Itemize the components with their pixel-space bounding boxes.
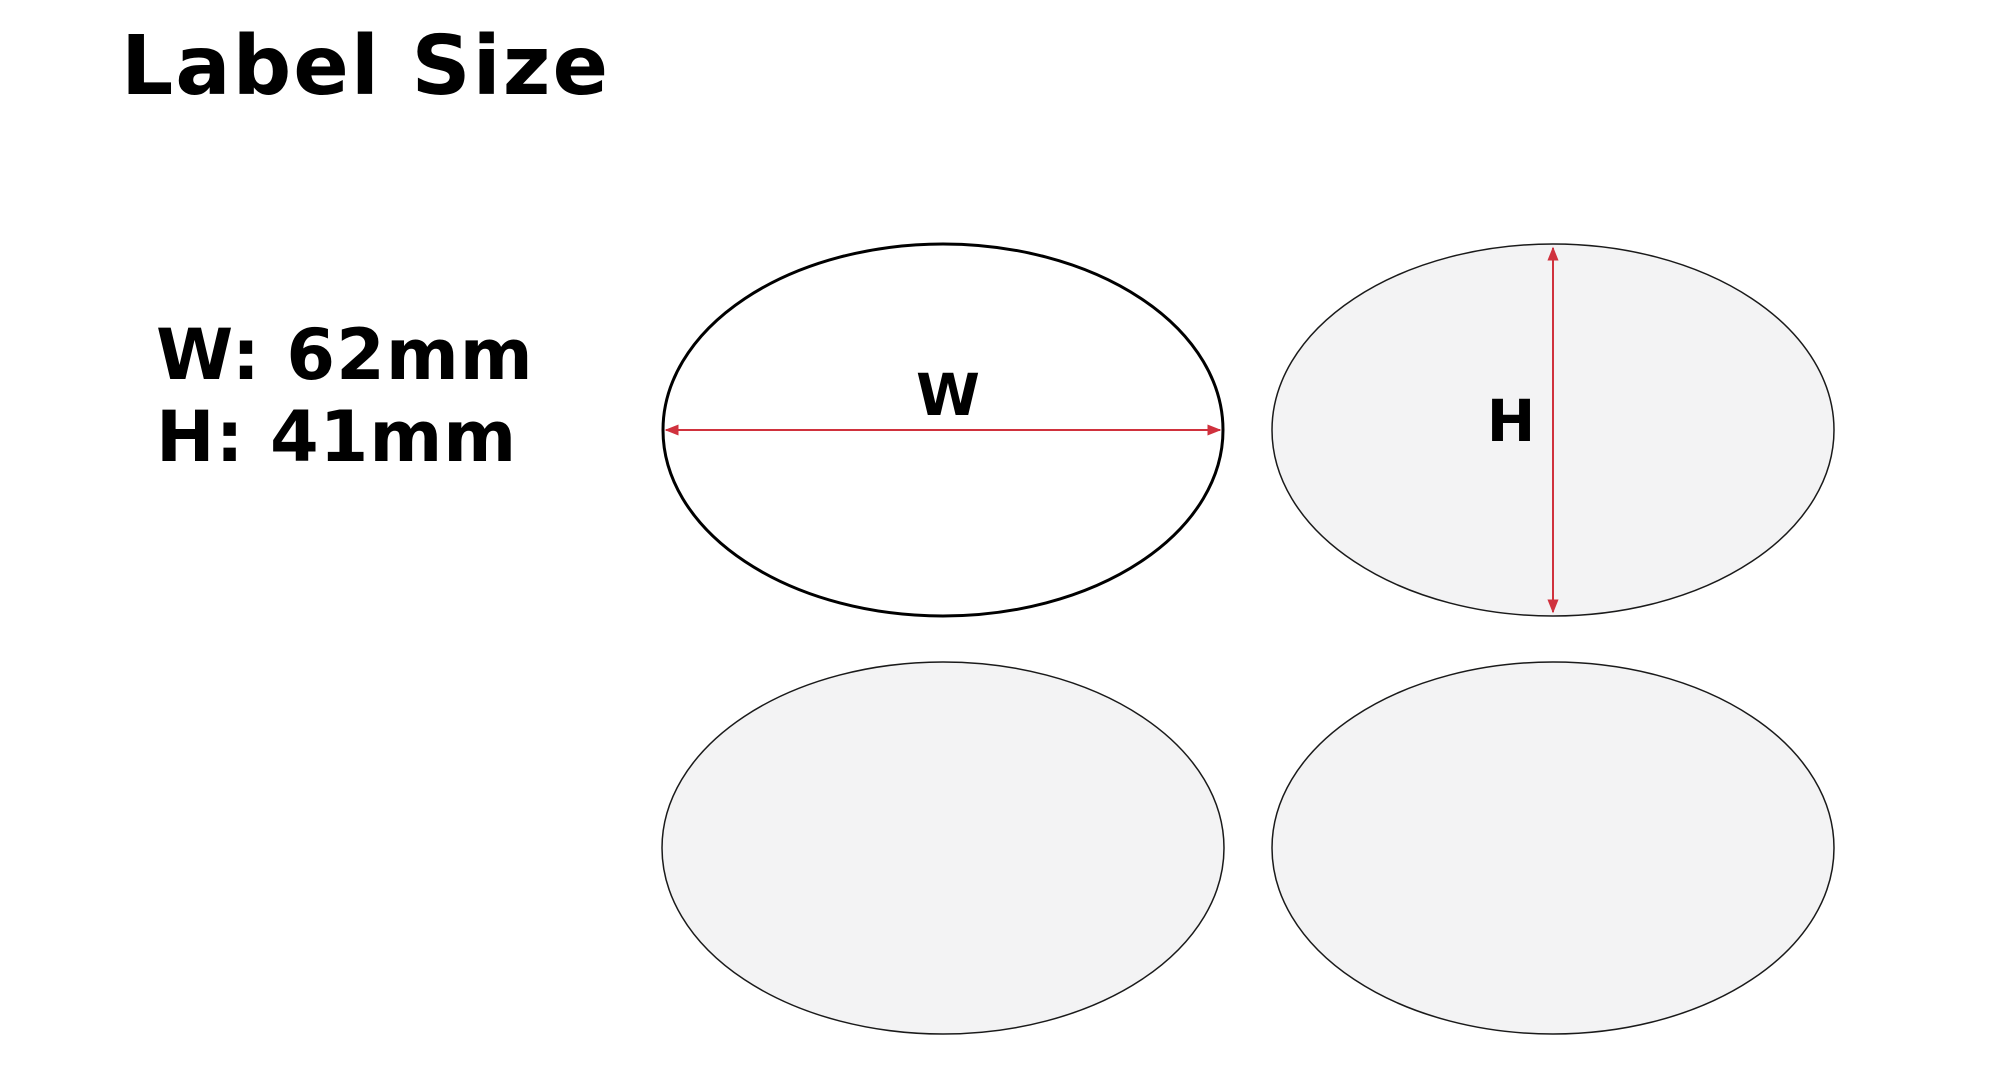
width-marker-label: W bbox=[916, 361, 980, 429]
oval-label-bottom-left bbox=[661, 661, 1225, 1035]
oval-label-bottom-right bbox=[1271, 661, 1835, 1035]
dimension-spec: W: 62mm H: 41mm bbox=[156, 314, 534, 478]
height-spec: H: 41mm bbox=[156, 396, 518, 478]
height-marker-label: H bbox=[1487, 387, 1536, 455]
page-title: Label Size bbox=[121, 19, 611, 114]
width-spec: W: 62mm bbox=[156, 314, 534, 396]
